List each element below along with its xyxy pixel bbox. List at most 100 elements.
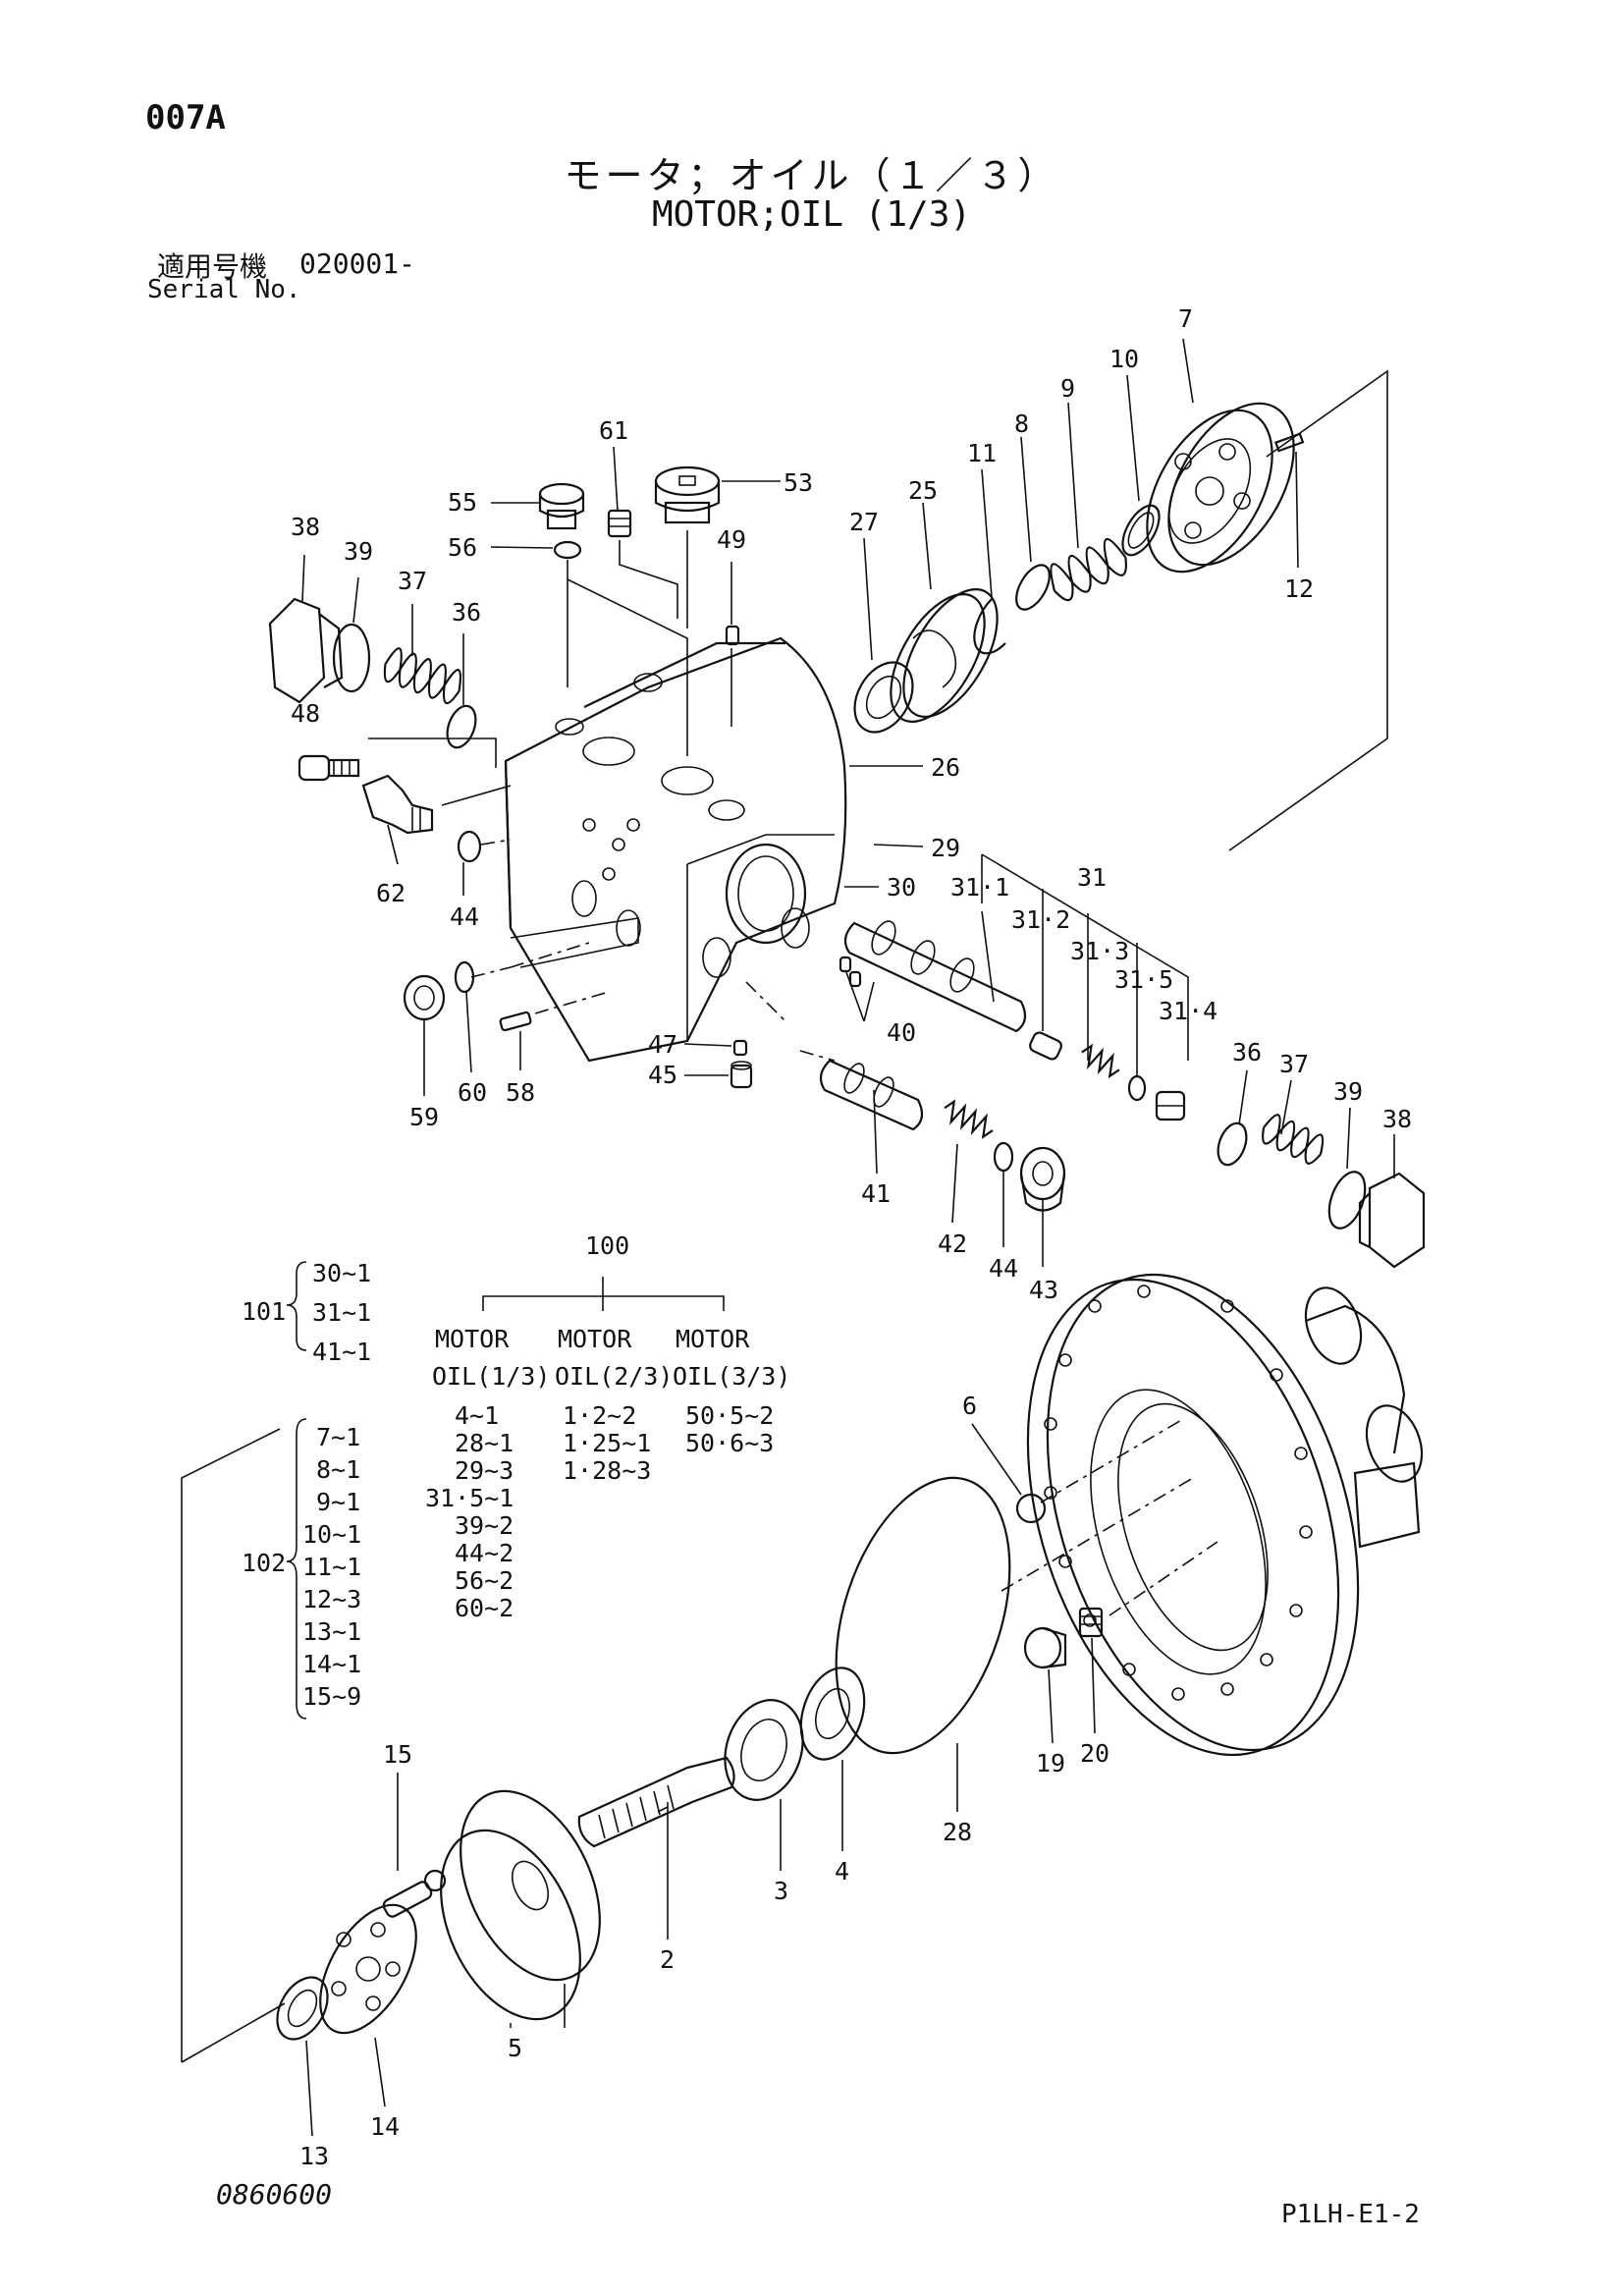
callout-62: 62 [376, 879, 406, 907]
callout-61: 61 [599, 416, 628, 445]
callout-labels: 7 10 9 8 11 25 27 12 61 53 55 56 49 38 3… [291, 304, 1412, 2170]
serial-label-english: Serial No. [147, 275, 301, 304]
part-4-bearing [799, 1667, 866, 1761]
part-31-2-sleeve [1029, 1031, 1062, 1061]
callout-13: 13 [299, 2142, 329, 2170]
callout-27: 27 [849, 508, 879, 536]
kit-102-label: 102 [242, 1549, 286, 1577]
callout-48: 48 [291, 699, 320, 728]
title-english: MOTOR;OIL (1/3) [651, 194, 972, 235]
kit-102-item: 11~1 [302, 1553, 361, 1581]
callout-10: 10 [1109, 345, 1139, 373]
part-8-ring [1015, 564, 1051, 611]
serial-label-japanese: 適用号機 [157, 250, 268, 283]
part-27-bearing [853, 661, 914, 734]
part-47-plug [732, 1039, 748, 1057]
part-2-shaft [577, 1756, 735, 1848]
kit-column-item: 60~2 [455, 1594, 514, 1622]
callout-53: 53 [784, 468, 813, 497]
callout-30: 30 [887, 873, 916, 902]
part-59-plug [403, 974, 446, 1021]
kit-101-item: 30~1 [312, 1259, 371, 1287]
callout-31-2: 31·2 [1011, 905, 1070, 934]
leaders-spool-area [745, 981, 836, 1062]
kit-102-brace [286, 1418, 307, 1720]
part-48-bolt [298, 754, 360, 782]
callout-4: 4 [835, 1857, 849, 1886]
kit-column-item: 1·25~1 [563, 1429, 651, 1457]
part-31-4-plug [1155, 1090, 1186, 1121]
kit-column-item: 29~3 [455, 1456, 514, 1485]
callout-6: 6 [962, 1392, 977, 1420]
part-36-ring-right [1217, 1121, 1248, 1167]
serial-number-value: 020001- [299, 247, 416, 280]
kit-column-item: 50·5~2 [685, 1401, 774, 1430]
part-38-plug-left [268, 597, 344, 704]
part-36-ring-left [446, 704, 477, 749]
callout-37-lower: 37 [1279, 1050, 1309, 1078]
part-31-1-spool [843, 920, 1027, 1033]
kit-column-item: 4~1 [455, 1401, 499, 1430]
callout-3: 3 [774, 1877, 788, 1905]
callout-8: 8 [1014, 410, 1029, 438]
callout-45: 45 [648, 1061, 677, 1089]
kit-100-label: 100 [585, 1231, 629, 1260]
part-20-screw [1078, 1607, 1104, 1638]
dashed-leaders-top [567, 530, 732, 756]
page-reference: P1LH-E1-2 [1281, 2200, 1420, 2229]
callout-31-3: 31·3 [1070, 937, 1129, 965]
kit-column-item: 50·6~3 [685, 1429, 774, 1457]
callout-9: 9 [1060, 374, 1075, 403]
part-44-oring-right [993, 1141, 1014, 1173]
kit-column-item: 1·2~2 [563, 1401, 636, 1430]
part-45-plug [730, 1061, 753, 1089]
kit-column-item: 1·28~3 [563, 1456, 651, 1485]
part-25-valve-plate [890, 588, 999, 723]
part-6-ball [1015, 1493, 1047, 1524]
kit-column-header: MOTOR [676, 1325, 750, 1353]
callout-36-upper: 36 [452, 598, 481, 627]
kit-column-item: 31·5~1 [425, 1484, 514, 1512]
callout-44-lower: 44 [989, 1254, 1018, 1283]
leaders-lower-left [470, 917, 639, 1014]
bracket-31 [981, 853, 1189, 1075]
kit-101-label: 101 [242, 1297, 286, 1326]
part-9-spring [1050, 537, 1127, 602]
part-5-cylinder-block [440, 1789, 601, 2021]
kit-101-item: 41~1 [312, 1338, 371, 1366]
part-14-retainer-plate [319, 1903, 417, 2035]
part-62-fitting [361, 774, 434, 835]
part-10-ring [1121, 504, 1161, 557]
document-number: 0860600 [216, 2178, 333, 2211]
part-38-plug-right [1358, 1172, 1426, 1269]
part-42-spring [944, 1099, 994, 1139]
part-61-plug [607, 509, 632, 538]
part-3-bearing [724, 1699, 804, 1801]
kit-column-header: MOTOR [435, 1325, 510, 1353]
callout-14: 14 [370, 2112, 400, 2141]
kit-column-header: OIL(1/3) [432, 1362, 550, 1391]
kit-column-item: 39~2 [455, 1511, 514, 1540]
callout-38-upper: 38 [291, 513, 320, 541]
callout-25: 25 [908, 476, 938, 505]
title-japanese: モータ；オイル（１／３） [564, 154, 1059, 197]
callout-2: 2 [660, 1945, 675, 1974]
part-58-screw [499, 1011, 532, 1032]
callout-55: 55 [448, 488, 477, 517]
part-39-oring-left [332, 623, 371, 693]
callout-20: 20 [1080, 1739, 1109, 1768]
callout-47: 47 [648, 1030, 677, 1059]
part-37-spring-right [1262, 1114, 1325, 1165]
kit-100-bracket [482, 1277, 725, 1311]
kit-column-header: OIL(3/3) [673, 1362, 790, 1391]
callout-39-upper: 39 [344, 537, 373, 566]
callout-38-lower: 38 [1382, 1105, 1412, 1133]
kit-column-item: 28~1 [455, 1429, 514, 1457]
callout-31-5: 31·5 [1114, 965, 1173, 994]
kit-table: 100 101 30~1 31~1 41~1 MOTOR OIL(1/3) MO… [242, 1231, 790, 1711]
kit-column-item: 44~2 [455, 1539, 514, 1567]
callout-31: 31 [1077, 863, 1107, 892]
part-28-oring [835, 1476, 1011, 1755]
callout-leaders [301, 338, 1395, 2137]
